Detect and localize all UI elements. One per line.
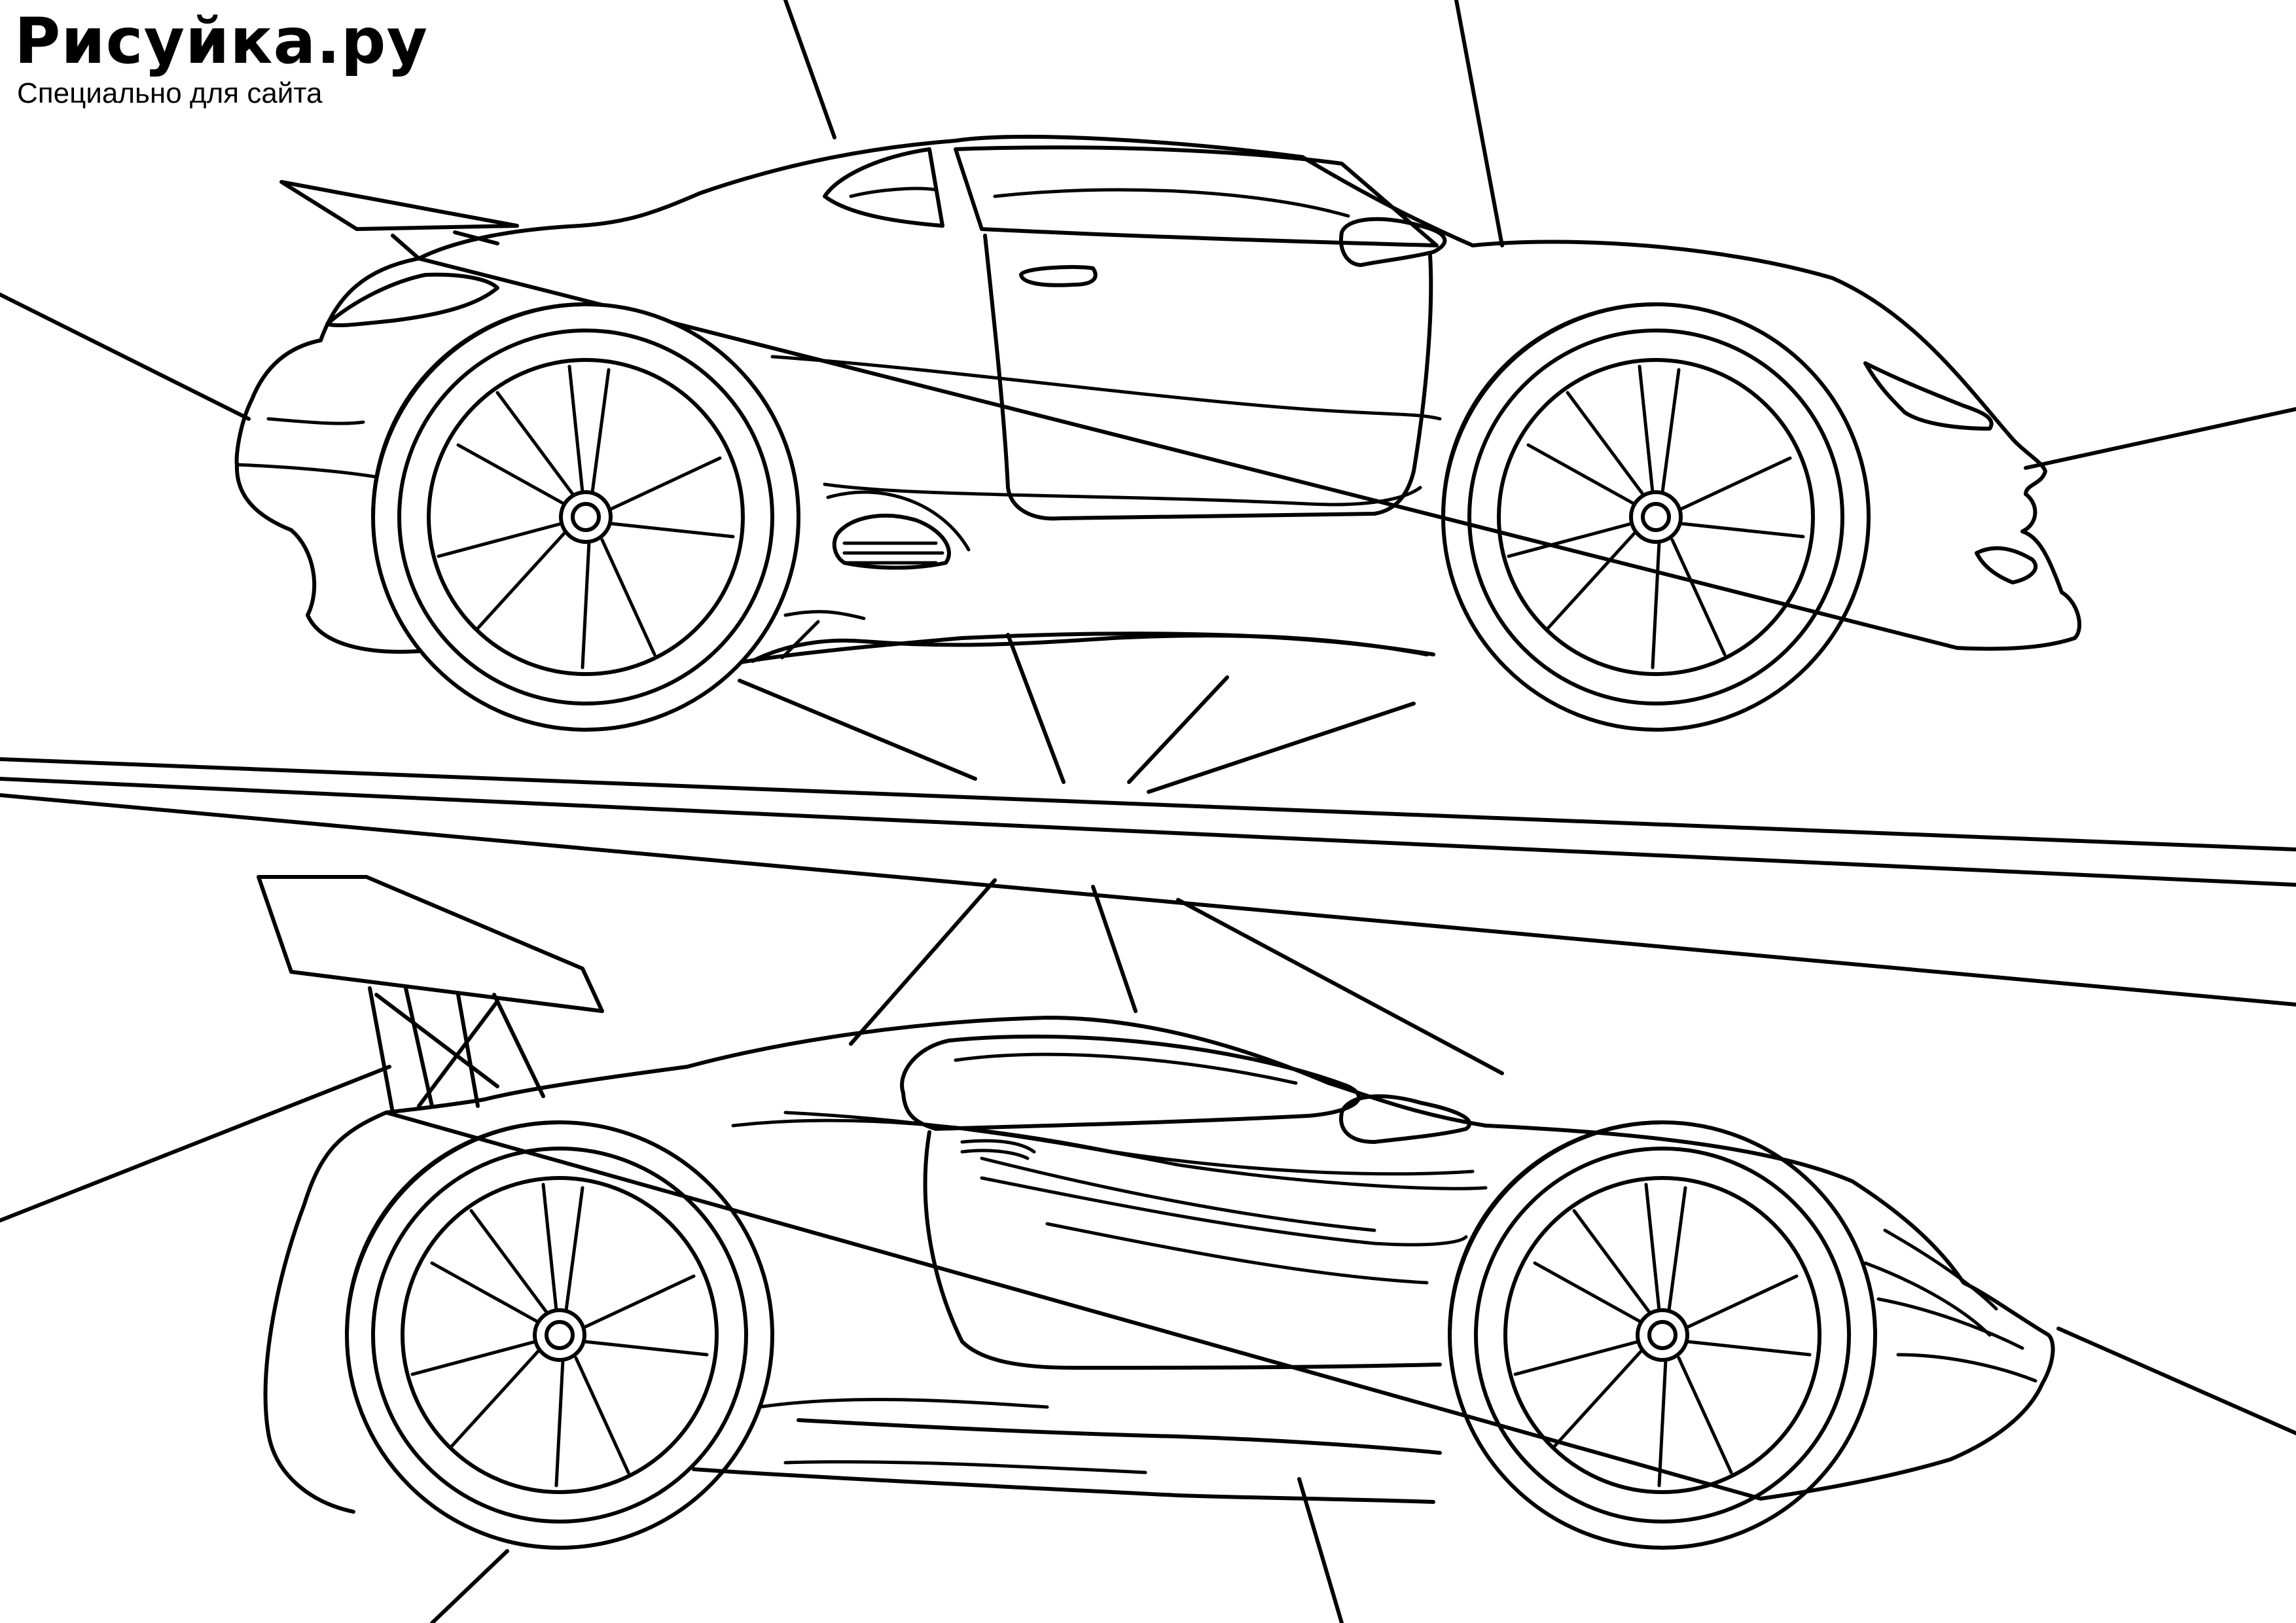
bottom-car-front-wheel xyxy=(1448,1120,1877,1550)
top-car-headlight xyxy=(1863,361,1994,431)
top-car-side-vent xyxy=(832,513,951,570)
bottom-car-wing-struts xyxy=(368,986,545,1115)
bottom-car xyxy=(257,875,2055,1514)
top-car xyxy=(234,135,2082,676)
bottom-car-body xyxy=(263,1016,2055,1514)
logo-title: Рисуйка.ру xyxy=(14,5,429,78)
top-car-door xyxy=(983,234,1433,521)
top-car-side-mirror xyxy=(1339,217,1447,267)
site-logo: Рисуйка.ру Специально для сайта xyxy=(14,5,473,110)
top-car-rear-light xyxy=(325,272,499,328)
bottom-car-wing xyxy=(257,875,604,1013)
top-car-rear-wheel xyxy=(371,302,800,732)
top-car-door-handle xyxy=(1019,265,1098,287)
top-car-front-wheel xyxy=(1441,302,1871,732)
top-car-window-front xyxy=(954,145,1439,247)
top-car-spoiler xyxy=(279,180,519,231)
road-stripes xyxy=(0,757,2296,1007)
bottom-car-rear-wheel xyxy=(345,1120,774,1550)
top-car-window-rear xyxy=(823,147,944,228)
bottom-car-side-mirror xyxy=(1339,1094,1472,1144)
logo-subtitle: Специально для сайта xyxy=(17,77,323,109)
top-car-front-intake xyxy=(1975,546,2038,584)
bottom-car-door xyxy=(923,1130,1442,1370)
